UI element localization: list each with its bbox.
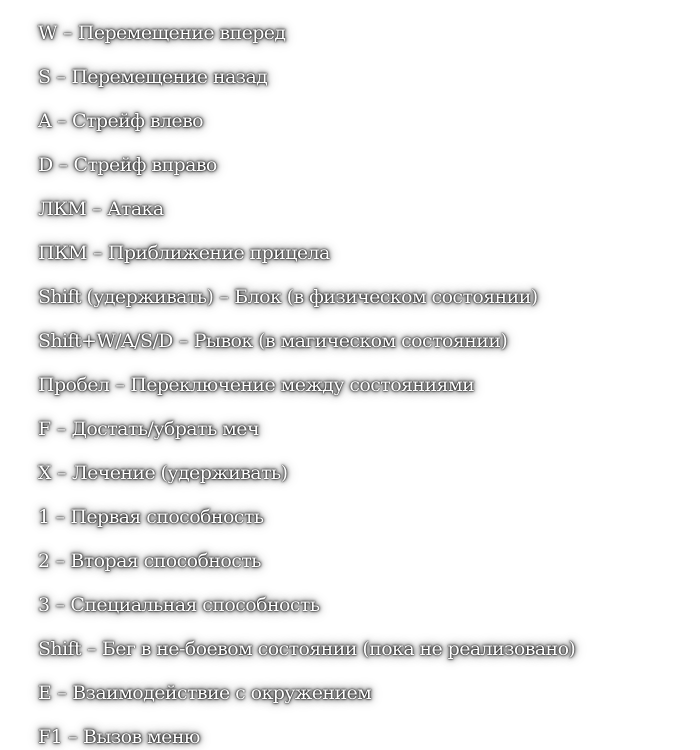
control-line-d: D – Стрейф вправо	[38, 143, 575, 187]
control-key: Пробел	[38, 374, 110, 396]
control-separator: –	[219, 286, 229, 308]
control-separator: –	[56, 462, 67, 484]
control-line-e: E – Взаимодействие с окружением	[38, 671, 575, 715]
control-line-a: A – Стрейф влево	[38, 99, 575, 143]
control-key: Shift	[38, 638, 82, 660]
control-action: Вызов меню	[82, 726, 200, 748]
control-line-s: S – Перемещение назад	[38, 55, 575, 99]
control-line-f: F – Достать/убрать меч	[38, 407, 575, 451]
control-action: Первая способность	[70, 506, 264, 528]
control-action: Стрейф влево	[72, 110, 204, 132]
control-action: Стрейф вправо	[73, 154, 218, 176]
control-action: Лечение (удерживать)	[71, 462, 288, 484]
control-line-shift-run: Shift – Бег в не-боевом состоянии (пока …	[38, 627, 576, 671]
control-action: Рывок (в магическом состоянии)	[193, 330, 508, 352]
control-key: F	[38, 418, 51, 440]
control-key: 2	[38, 550, 50, 572]
control-line-space: Пробел – Переключение между состояниями	[38, 363, 575, 407]
control-key: X	[38, 462, 52, 484]
control-separator: –	[55, 594, 66, 616]
control-key: E	[38, 682, 52, 704]
control-separator: –	[92, 242, 103, 264]
control-line-1: 1 – Первая способность	[38, 495, 575, 539]
control-separator: –	[92, 198, 102, 220]
control-key: 3	[38, 594, 50, 616]
control-line-shift-dash: Shift+W/A/S/D – Рывок (в магическом сост…	[38, 319, 575, 363]
controls-list: W – Перемещение вперед S – Перемещение н…	[38, 11, 576, 750]
control-separator: –	[57, 110, 67, 132]
control-key: F1	[38, 726, 63, 748]
control-separator: –	[178, 330, 189, 352]
control-separator: –	[87, 638, 97, 660]
control-key: Shift+W/A/S/D	[38, 330, 173, 352]
control-key: Shift (удерживать)	[38, 286, 214, 308]
control-line-rmb: ПКМ – Приближение прицела	[38, 231, 575, 275]
control-separator: –	[55, 506, 66, 528]
control-separator: –	[62, 22, 73, 44]
control-separator: –	[56, 66, 66, 88]
control-line-lmb: ЛКМ – Атака	[38, 187, 575, 231]
control-action: Взаимодействие с окружением	[72, 682, 372, 704]
control-line-x: X – Лечение (удерживать)	[38, 451, 575, 495]
control-line-2: 2 – Вторая способность	[38, 539, 575, 583]
control-action: Бег в не-боевом состоянии (пока не реали…	[101, 638, 576, 660]
control-action: Достать/убрать меч	[71, 418, 260, 440]
control-separator: –	[58, 154, 69, 176]
control-separator: –	[57, 682, 67, 704]
control-action: Атака	[107, 198, 164, 220]
control-separator: –	[68, 726, 78, 748]
control-action: Вторая способность	[70, 550, 261, 572]
control-action: Перемещение вперед	[77, 22, 286, 44]
control-separator: –	[55, 550, 66, 572]
control-key: D	[38, 154, 53, 176]
control-line-f1: F1 – Вызов меню	[38, 715, 575, 750]
control-action: Переключение между состояниями	[130, 374, 475, 396]
control-action: Приближение прицела	[107, 242, 330, 264]
control-key: 1	[38, 506, 50, 528]
control-key: S	[38, 66, 51, 88]
control-action: Блок (в физическом состоянии)	[234, 286, 538, 308]
control-separator: –	[115, 374, 125, 396]
control-line-shift-hold: Shift (удерживать) – Блок (в физическом …	[38, 275, 575, 319]
control-key: ПКМ	[38, 242, 88, 264]
control-separator: –	[56, 418, 67, 440]
control-key: W	[38, 22, 58, 44]
control-key: ЛКМ	[38, 198, 87, 220]
control-action: Перемещение назад	[71, 66, 268, 88]
control-key: A	[38, 110, 52, 132]
control-line-w: W – Перемещение вперед	[38, 11, 575, 55]
control-action: Специальная способность	[70, 594, 320, 616]
control-line-3: 3 – Специальная способность	[38, 583, 575, 627]
